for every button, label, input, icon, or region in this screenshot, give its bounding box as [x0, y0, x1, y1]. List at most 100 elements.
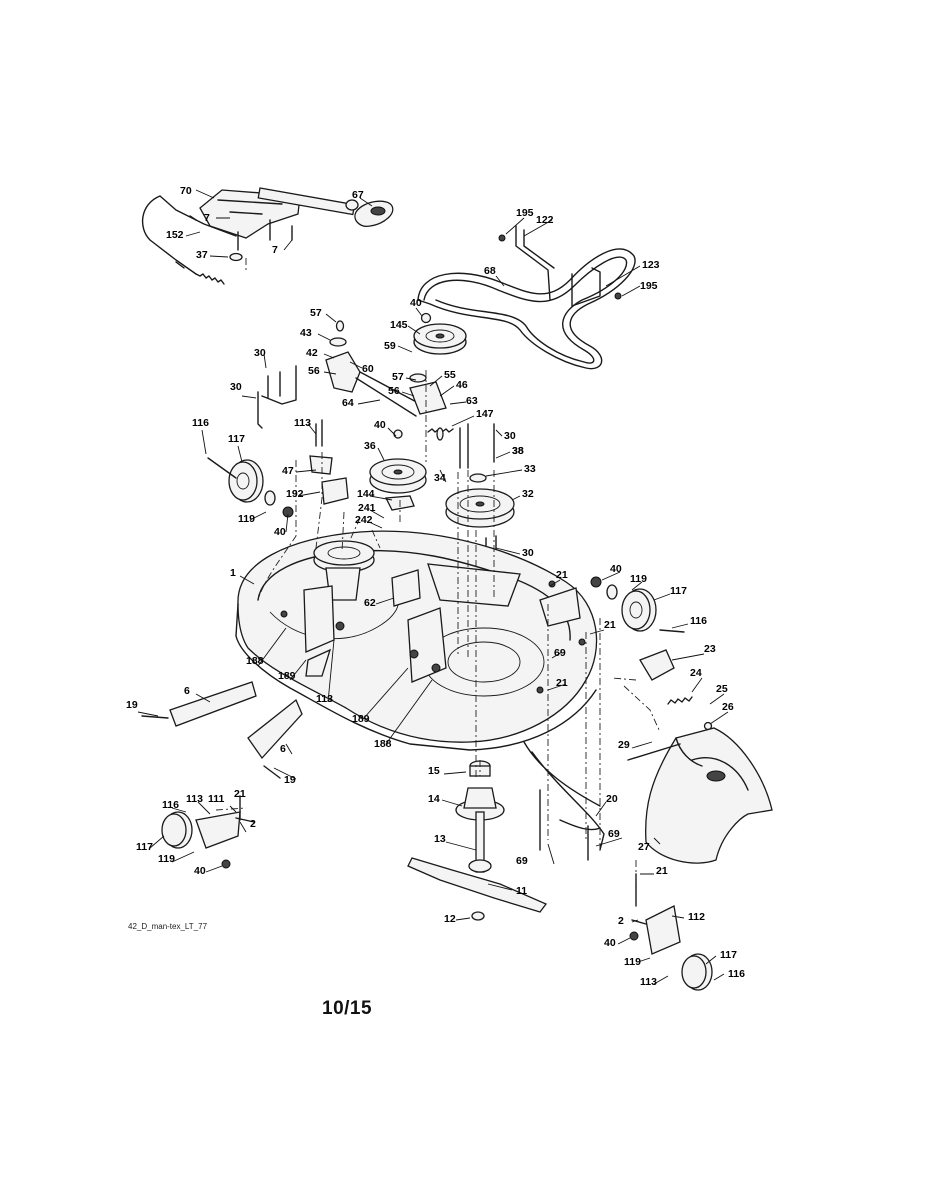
callout-label: 42 [306, 347, 318, 359]
callout-label: 27 [638, 841, 650, 853]
callout-label: 2 [618, 915, 624, 927]
mower-blade [407, 857, 548, 921]
callout-label: 30 [504, 430, 516, 442]
callout-label: 38 [512, 445, 524, 457]
drawing-code: 42_D_man-tex_LT_77 [128, 922, 208, 931]
discharge-chute [627, 727, 773, 864]
callout-label: 152 [166, 229, 184, 241]
drive-belt [417, 248, 636, 370]
callout-label: 116 [728, 968, 745, 980]
callout-label: 6 [184, 685, 190, 697]
callout-label: 7 [272, 244, 278, 256]
callout-label: 55 [444, 369, 456, 381]
callout-label: 122 [536, 214, 554, 226]
right-gauge-wheel [590, 576, 685, 633]
callout-label: 37 [196, 249, 208, 261]
callout-label: 119 [238, 513, 255, 525]
callout-label: 13 [434, 833, 446, 845]
callout-label: 119 [624, 956, 641, 968]
front-hangers [141, 681, 303, 779]
callout-label: 21 [556, 677, 568, 689]
callout-label: 117 [720, 949, 737, 961]
callout-label: 242 [355, 514, 373, 526]
callout-label: 32 [522, 488, 534, 500]
callout-label: 117 [670, 585, 687, 597]
callout-label: 60 [362, 363, 374, 375]
callout-label: 14 [428, 793, 440, 805]
callout-label: 47 [282, 465, 294, 477]
callout-label: 144 [357, 488, 375, 500]
callout-label: 192 [286, 488, 304, 500]
callout-labels: 70 67 7 7 152 37 195 122 68 123 195 40 1… [126, 185, 745, 988]
callout-label: 21 [556, 569, 568, 581]
callout-label: 40 [610, 563, 622, 575]
belt-guides [498, 225, 622, 307]
idler-arm-and-spring [325, 320, 454, 433]
callout-label: 68 [484, 265, 496, 277]
callout-label: 6 [280, 743, 286, 755]
callout-label: 36 [364, 440, 376, 452]
middle-idler-pulley [369, 429, 427, 511]
callout-label: 63 [466, 395, 478, 407]
callout-label: 2 [250, 818, 256, 830]
page-number: 10/15 [322, 998, 373, 1019]
top-idler-pulley [413, 312, 467, 355]
callout-label: 112 [688, 911, 705, 923]
lift-lever-assembly [199, 187, 359, 262]
callout-label: 67 [352, 189, 364, 201]
callout-label: 64 [342, 397, 354, 409]
callout-label: 7 [204, 212, 210, 224]
callout-label: 56 [388, 385, 400, 397]
callout-label: 19 [126, 699, 138, 711]
callout-label: 188 [374, 738, 392, 750]
callout-label: 34 [434, 472, 446, 484]
callout-label: 70 [180, 185, 192, 197]
callout-label: 116 [192, 417, 209, 429]
deck-baffle-rod [523, 741, 605, 861]
callout-label: 195 [640, 280, 658, 292]
callout-label: 69 [608, 828, 620, 840]
callout-label: 19 [284, 774, 296, 786]
callout-label: 46 [456, 379, 468, 391]
callout-label: 30 [522, 547, 534, 559]
callout-label: 33 [524, 463, 536, 475]
callout-label: 59 [384, 340, 396, 352]
callout-label: 24 [690, 667, 702, 679]
callout-label: 11 [516, 885, 527, 897]
callout-label: 113 [186, 793, 203, 805]
callout-label: 119 [630, 573, 647, 585]
left-deck-hanger [257, 365, 349, 505]
callout-label: 113 [294, 417, 311, 429]
callout-label: 111 [208, 793, 225, 805]
callout-label: 56 [308, 365, 320, 377]
callout-label: 40 [274, 526, 286, 538]
callout-label: 117 [228, 433, 245, 445]
callout-label: 29 [618, 739, 630, 751]
callout-label: 62 [364, 597, 376, 609]
callout-label: 12 [444, 913, 456, 925]
callout-label: 40 [374, 419, 386, 431]
left-gauge-wheel [207, 457, 294, 518]
alignment-lines [215, 258, 661, 884]
spindle-assembly [455, 760, 505, 873]
callout-label: 40 [604, 937, 616, 949]
callout-label: 21 [234, 788, 246, 800]
callout-label: 57 [392, 371, 404, 383]
callout-label: 147 [476, 408, 494, 420]
callout-label: 26 [722, 701, 734, 713]
callout-label: 23 [704, 643, 716, 655]
deck-pulley-right [445, 473, 515, 528]
callout-label: 113 [316, 693, 333, 705]
callout-label: 21 [656, 865, 668, 877]
callout-label: 116 [162, 799, 179, 811]
callout-label: 188 [246, 655, 264, 667]
callout-label: 117 [136, 841, 153, 853]
callout-label: 116 [690, 615, 707, 627]
callout-label: 69 [516, 855, 528, 867]
callout-label: 123 [642, 259, 660, 271]
callout-label: 38 [512, 445, 524, 457]
callout-label: 119 [158, 853, 175, 865]
callout-label: 20 [606, 793, 618, 805]
callout-label: 145 [390, 319, 408, 331]
